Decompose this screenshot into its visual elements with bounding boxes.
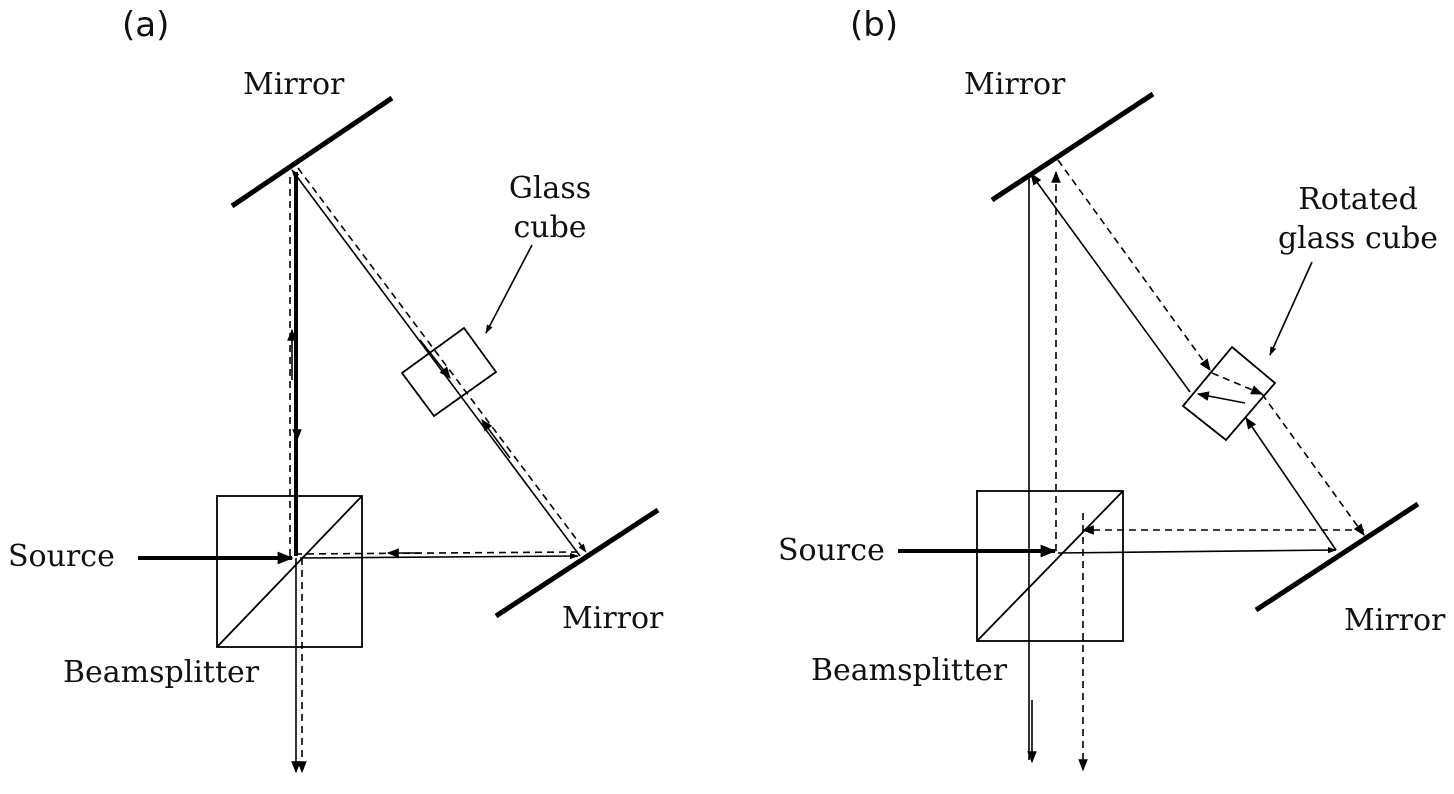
panel-b-right-mirror <box>1254 501 1420 613</box>
panel-a-mirror-top-label: Mirror <box>243 67 345 102</box>
panel-b-beamsplitter <box>976 490 1124 642</box>
panel-a-top-mirror <box>230 95 394 209</box>
panel-a-diag-arrow-2 <box>481 419 511 459</box>
panel-a-diagonal-dashed <box>297 167 587 553</box>
panel-b-dashed-in-cube <box>1211 372 1264 395</box>
panel-a-beamsplitter-label: Beamsplitter <box>63 655 260 690</box>
panel-b-solid-horizontal <box>1057 546 1337 554</box>
panel-a-mirror-right-label: Mirror <box>562 601 664 636</box>
panel-a-diag-arrow-1 <box>419 339 451 379</box>
panel-b-cube-label-line1: Rotated <box>1298 182 1418 217</box>
panel-a-source-label: Source <box>8 539 115 574</box>
panel-a: (a) Mirror Mirror Glass <box>8 5 664 774</box>
panel-a-cube-label-line2: cube <box>513 210 586 245</box>
panel-b-mirror-right-label: Mirror <box>1344 603 1446 638</box>
panel-b-rotated-glass-cube <box>1181 345 1277 442</box>
panel-b-solid-diagonal-up <box>1030 173 1191 393</box>
panel-b-beamsplitter-label: Beamsplitter <box>811 653 1008 688</box>
panel-b-dashed-diagonal-lower <box>1261 393 1365 536</box>
panel-a-horizontal-solid <box>299 552 579 560</box>
panel-a-beamsplitter-diagonal <box>216 495 363 648</box>
panel-b-solid-diagonal-lower <box>1245 417 1337 551</box>
panel-a-horizontal-dashed <box>295 551 579 555</box>
panel-b: (b) Mirror Mirror Rotated glass cube <box>778 5 1446 772</box>
panel-a-diagonal-solid <box>291 169 581 557</box>
panel-b-cube-label-line2: glass cube <box>1278 221 1438 256</box>
panel-b-mirror-top-label: Mirror <box>964 67 1066 102</box>
panel-a-cube-leader <box>485 244 533 334</box>
panel-b-solid-in-cube <box>1196 391 1246 404</box>
panel-b-label: (b) <box>850 5 898 45</box>
panel-b-cube-leader <box>1269 261 1313 356</box>
panel-b-source-label: Source <box>778 533 885 568</box>
panel-b-beamsplitter-diagonal <box>976 490 1124 642</box>
panel-b-top-mirror <box>990 91 1155 203</box>
panel-a-label: (a) <box>122 5 169 45</box>
panel-a-cube-label-line1: Glass <box>509 171 591 206</box>
panel-a-right-mirror <box>494 507 660 619</box>
panel-a-glass-cube <box>400 326 498 418</box>
panel-b-dashed-diagonal-upper <box>1057 159 1211 371</box>
